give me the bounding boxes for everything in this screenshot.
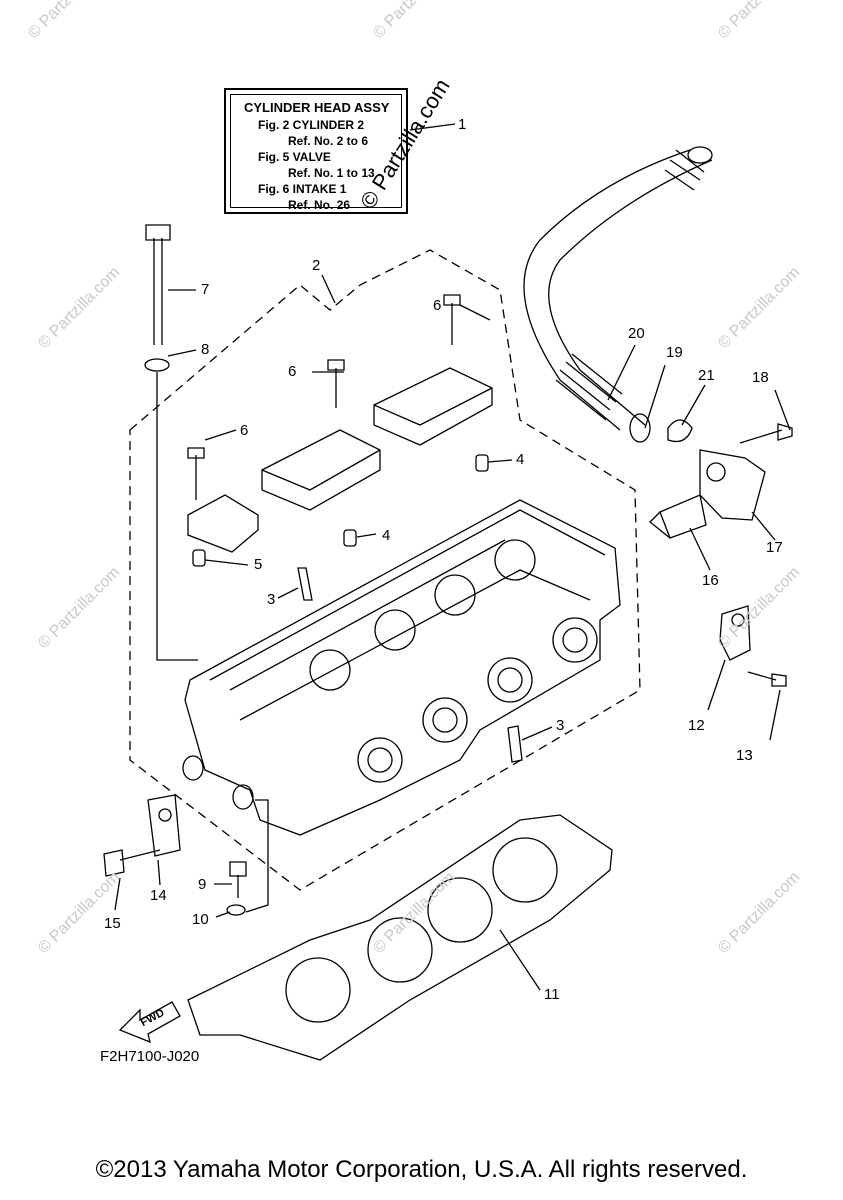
callout-box: CYLINDER HEAD ASSY Fig. 2 CYLINDER 2 Ref…: [224, 88, 408, 214]
fwd-arrow: [118, 1001, 181, 1044]
part-label-15: 15: [104, 915, 121, 932]
callout-line-4: Fig. 5 VALVE: [258, 150, 331, 164]
part-label-16: 16: [702, 572, 719, 589]
thermostat-housing: [649, 449, 766, 539]
part-label-6a: 6: [240, 422, 249, 439]
cylinder-head: [182, 499, 621, 836]
callout-line-5: Ref. No. 1 to 13: [288, 166, 375, 180]
part-label-3a: 3: [267, 591, 276, 608]
bolt-15: [103, 849, 161, 877]
part-label-21: 21: [698, 367, 715, 384]
part-label-8: 8: [201, 341, 210, 358]
callout-line-7: Ref. No. 26: [288, 198, 351, 212]
part-label-2: 2: [312, 257, 321, 274]
sleeve-3b: [507, 725, 523, 763]
part-label-13: 13: [736, 747, 753, 764]
callout-line-2: Fig. 2 CYLINDER 2: [258, 118, 365, 132]
part-label-5: 5: [254, 556, 263, 573]
part-label-7: 7: [201, 281, 210, 298]
bolt-13: [747, 671, 787, 687]
dowel-4a: [475, 454, 489, 472]
bolt-9: [229, 861, 247, 898]
copyright-notice: ©2013 Yamaha Motor Corporation, U.S.A. A…: [95, 1156, 748, 1183]
part-label-6b: 6: [288, 363, 297, 380]
part-label-20: 20: [628, 325, 645, 342]
bolt-18: [739, 423, 793, 444]
intake-hose: [523, 146, 713, 443]
part-label-1: 1: [458, 116, 467, 133]
part-label-19: 19: [666, 344, 683, 361]
washer-8: [144, 358, 170, 372]
camshaft-cap: [187, 367, 493, 553]
part-label-6c: 6: [433, 297, 442, 314]
callout-line-3: Ref. No. 2 to 6: [288, 134, 369, 148]
bolt-6b: [327, 359, 345, 408]
bracket-14: [147, 794, 181, 857]
bracket-12: [719, 605, 751, 661]
part-label-12: 12: [688, 717, 705, 734]
bolt-6c: [443, 294, 461, 345]
sleeve-3a: [297, 567, 313, 601]
assembly-boundary: [129, 249, 641, 891]
bolt-7: [145, 224, 171, 345]
part-label-18: 18: [752, 369, 769, 386]
part-label-14: 14: [150, 887, 167, 904]
hose-clamp: [667, 419, 693, 443]
part-label-10: 10: [192, 911, 209, 928]
part-label-17: 17: [766, 539, 783, 556]
part-label-9: 9: [198, 876, 207, 893]
bolt-6a: [187, 447, 205, 500]
callout-title: CYLINDER HEAD ASSY: [244, 100, 390, 115]
dowel-4b: [343, 529, 357, 547]
callout-line-6: Fig. 6 INTAKE 1: [258, 182, 347, 196]
callout-inner-border: [230, 94, 402, 208]
leader-lines: [114, 123, 791, 991]
part-label-3b: 3: [556, 717, 565, 734]
head-gasket: [187, 814, 613, 1061]
part-label-4a: 4: [516, 451, 525, 468]
diagram-code: F2H7100-J020: [100, 1048, 200, 1065]
part-label-4b: 4: [382, 527, 391, 544]
washer-10: [226, 904, 246, 916]
part-label-11: 11: [544, 986, 560, 1003]
dowel-5: [192, 549, 206, 567]
